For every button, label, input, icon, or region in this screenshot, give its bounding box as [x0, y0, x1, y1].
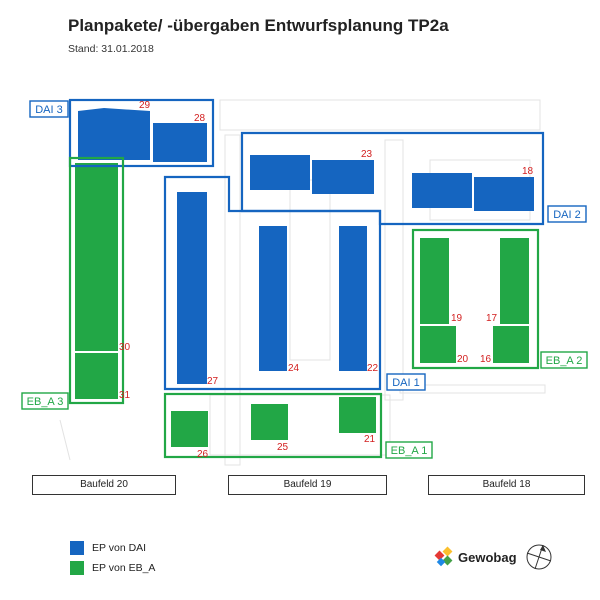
package-number-18: 18: [522, 166, 534, 177]
page-title: Planpakete/ -übergaben Entwurfsplanung T…: [68, 16, 449, 35]
package-number-26: 26: [197, 449, 209, 460]
package-number-19: 19: [451, 313, 463, 324]
building-30: [75, 163, 118, 351]
brand-name: Gewobag: [458, 550, 517, 565]
building-17: [500, 238, 529, 324]
zone-label-dai3: DAI 3: [35, 104, 63, 116]
building-23-a: [250, 155, 310, 190]
zone-label-eba2: EB_A 2: [546, 355, 583, 367]
legend-label-dai: EP von DAI: [92, 542, 147, 554]
package-number-24: 24: [288, 363, 300, 374]
north-arrow-icon: [526, 544, 552, 570]
dai-buildings: [78, 108, 534, 384]
eba-buildings: [75, 163, 529, 447]
building-26: [171, 411, 208, 447]
package-number-27: 27: [207, 376, 219, 387]
building-31: [75, 353, 118, 399]
package-number-29: 29: [139, 100, 151, 111]
zone-outlines: [68, 98, 545, 459]
zone-label-dai1: DAI 1: [392, 377, 420, 389]
zone-eba1-outline: [163, 392, 383, 459]
package-number-17: 17: [486, 313, 498, 324]
package-number-23: 23: [361, 149, 373, 160]
building-27: [177, 192, 207, 384]
zone-eba2-outline: [411, 228, 540, 370]
package-number-31: 31: [119, 390, 131, 401]
zone-label-eba3: EB_A 3: [27, 396, 64, 408]
baufeld-20-label: Baufeld 20: [32, 475, 176, 495]
package-number-16: 16: [480, 354, 492, 365]
zone-dai1-outline: [163, 175, 382, 391]
building-25: [251, 404, 288, 440]
package-numbers: 29 28 23 18 27 24 22 30 31 19 17 20 16 2…: [119, 100, 534, 460]
zone-dai3-outline: [68, 98, 215, 168]
building-18-a: [412, 173, 472, 208]
building-16: [493, 326, 529, 363]
status-date: Stand: 31.01.2018: [68, 43, 154, 55]
zone-labels: DAI 3 DAI 2 DAI 1 EB_A 3 EB_A 2 EB_A 1: [21, 100, 588, 459]
building-22: [339, 226, 367, 371]
building-23-b: [312, 160, 374, 194]
building-separators: [75, 324, 529, 353]
building-24: [259, 226, 287, 371]
package-number-30: 30: [119, 342, 131, 353]
building-29: [78, 108, 150, 160]
baufeld-19-label: Baufeld 19: [228, 475, 387, 495]
package-number-25: 25: [277, 442, 289, 453]
baufeld-18-label: Baufeld 18: [428, 475, 585, 495]
zone-label-eba1: EB_A 1: [391, 445, 428, 457]
gewobag-logo-icon: [434, 546, 453, 567]
package-number-22: 22: [367, 363, 379, 374]
building-18-b: [474, 177, 534, 211]
zone-label-dai2: DAI 2: [553, 209, 581, 221]
zone-eba3-outline: [68, 156, 125, 405]
package-number-21: 21: [364, 434, 376, 445]
legend-swatch-eba: [70, 561, 84, 575]
package-number-28: 28: [194, 113, 206, 124]
legend-label-eba: EP von EB_A: [92, 562, 156, 574]
building-20: [420, 326, 456, 363]
package-number-20: 20: [457, 354, 469, 365]
building-19: [420, 238, 449, 324]
building-21: [339, 397, 376, 433]
legend-swatch-dai: [70, 541, 84, 555]
building-28: [153, 123, 207, 162]
